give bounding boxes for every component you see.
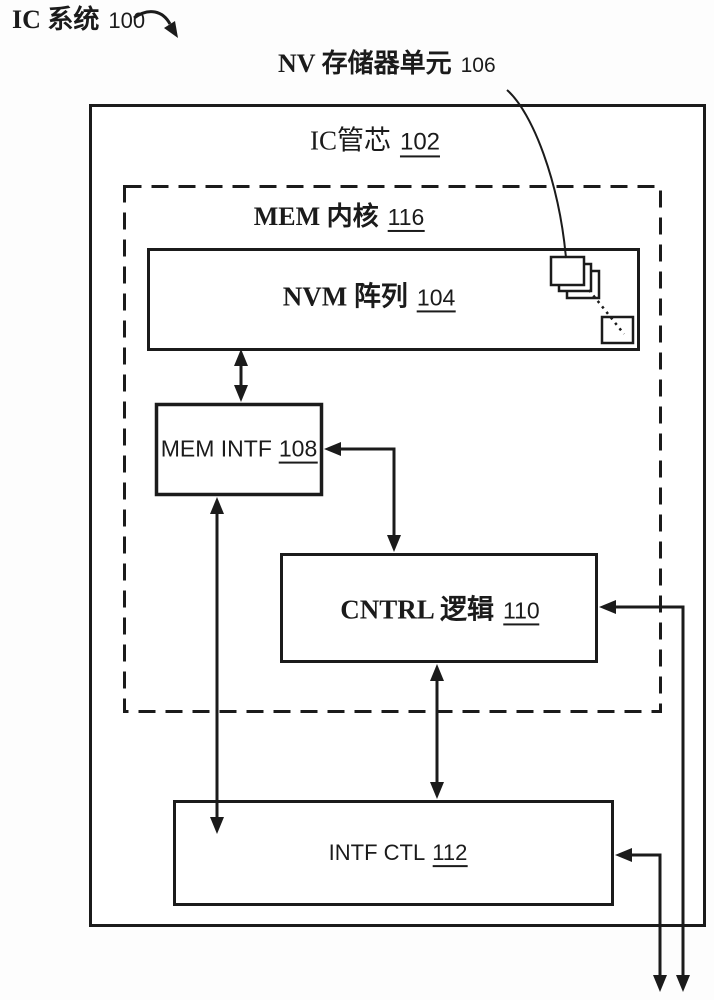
nvm-array-label-text: NVM 阵列 bbox=[282, 281, 408, 312]
cell-zoom-dotted-line bbox=[588, 289, 625, 335]
ic-die-label-text: IC管芯 bbox=[309, 125, 391, 156]
mem-intf-box bbox=[154, 402, 324, 497]
connector-memintf-intfctl bbox=[210, 497, 224, 834]
cntrl-logic-label-ref: 110 bbox=[503, 597, 540, 626]
system-label-ref: 100 bbox=[108, 8, 146, 33]
nvm-array-label-ref: 104 bbox=[416, 284, 456, 313]
zoom-target-square bbox=[600, 315, 635, 345]
ic-die-box bbox=[89, 104, 706, 927]
mem-intf-label-text: MEM INTF bbox=[160, 435, 272, 462]
nv-cell-label: NV 存储器单元 106 bbox=[278, 49, 496, 78]
connector-nvm-memintf bbox=[234, 349, 248, 402]
intf-ctl-label-text: INTF CTL bbox=[328, 840, 426, 866]
nvm-array-label: NVM 阵列 104 bbox=[282, 281, 456, 313]
connector-external-intfctl bbox=[615, 848, 667, 992]
system-label-arrow bbox=[133, 10, 178, 38]
mem-intf-label-ref: 108 bbox=[278, 435, 318, 464]
nv-cell-label-text: NV 存储器单元 bbox=[278, 49, 452, 78]
system-label: IC 系统 100 bbox=[12, 5, 146, 34]
intf-ctl-box bbox=[173, 800, 614, 906]
mem-core-dashed-box bbox=[123, 185, 662, 713]
ic-die-label: IC管芯 102 bbox=[309, 125, 441, 158]
connector-memintf-cntrl bbox=[324, 442, 401, 552]
mem-core-label-ref: 116 bbox=[387, 203, 425, 232]
connector-cntrl-intfctl bbox=[430, 664, 444, 799]
nv-cell-label-ref: 106 bbox=[460, 54, 496, 77]
mem-core-label-text: MEM 内核 bbox=[253, 201, 379, 231]
cntrl-logic-label-text: CNTRL 逻辑 bbox=[340, 594, 495, 625]
intf-ctl-label-ref: 112 bbox=[432, 840, 468, 868]
ic-die-label-ref: 102 bbox=[399, 128, 441, 158]
cntrl-logic-box bbox=[280, 553, 598, 663]
connector-external-cntrl bbox=[599, 600, 690, 992]
system-label-text: IC 系统 bbox=[12, 5, 100, 34]
nv-cell-leader-line bbox=[506, 89, 567, 259]
cntrl-logic-label: CNTRL 逻辑 110 bbox=[340, 594, 540, 626]
mem-core-label: MEM 内核 116 bbox=[253, 201, 425, 232]
nv-cell-front-square bbox=[549, 255, 586, 287]
